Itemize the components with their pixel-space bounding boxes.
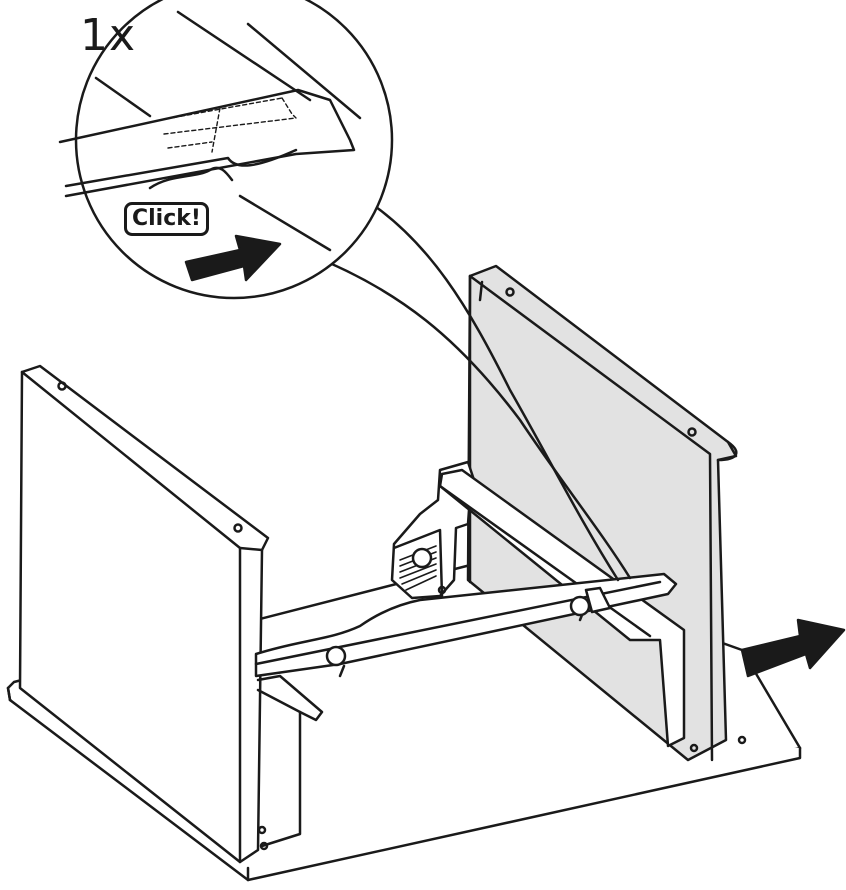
left-side-panel xyxy=(18,364,324,864)
connector-bar xyxy=(254,572,678,678)
detail-pointer xyxy=(306,194,632,582)
arrow-right-icon xyxy=(184,234,282,282)
step-count-label: 1x xyxy=(80,10,137,61)
click-callout: Click! xyxy=(124,202,209,236)
right-inner-rail xyxy=(438,468,686,748)
arrow-right-icon xyxy=(740,618,846,678)
